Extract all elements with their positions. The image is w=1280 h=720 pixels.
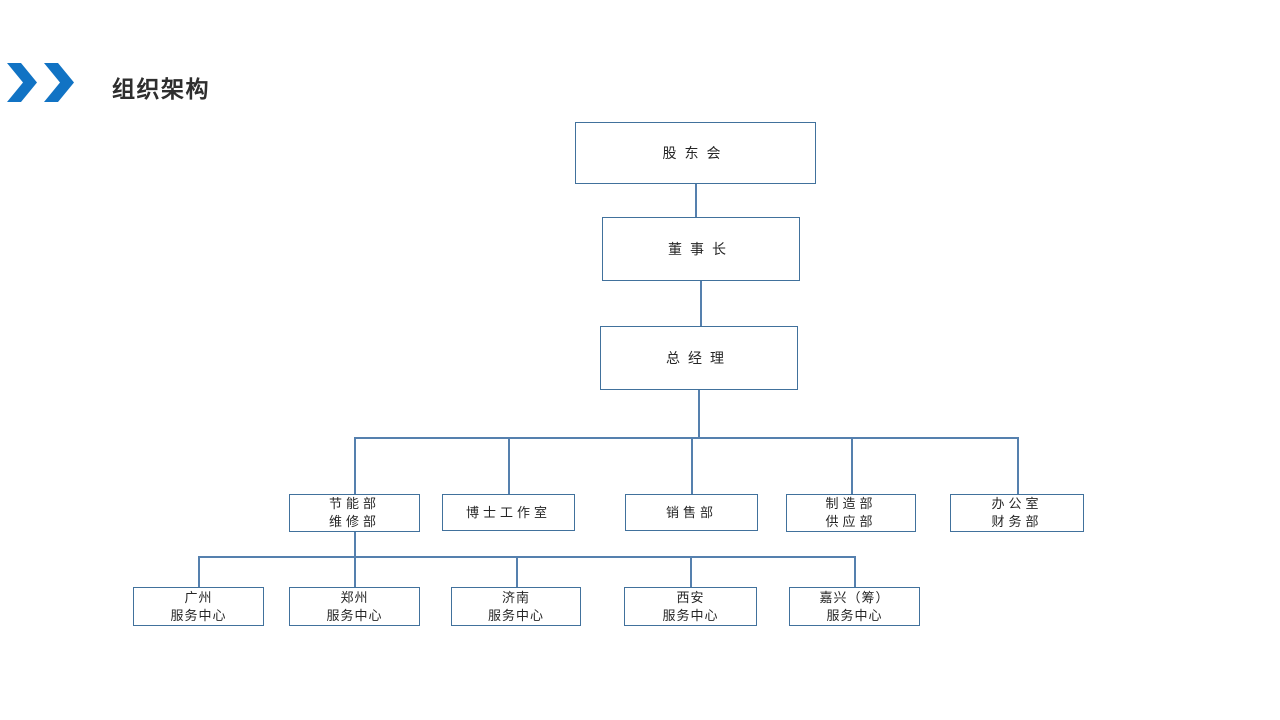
connector-drop-jiaxing	[854, 556, 856, 587]
node-label: 供应部	[825, 514, 877, 529]
org-node-manufacturing-supply-dept: 制造部 供应部	[786, 494, 916, 532]
org-node-jinan-service-center: 济南 服务中心	[451, 587, 581, 626]
org-node-shareholders-meeting: 股东会	[575, 122, 816, 184]
node-label: 节能部	[328, 496, 380, 512]
connector-shareholders-chairman	[695, 184, 697, 217]
node-label: 服务中心	[170, 607, 227, 623]
org-node-general-manager: 总经理	[600, 326, 798, 390]
org-node-chairman: 董事长	[602, 217, 800, 281]
double-chevron-icon	[7, 63, 74, 102]
node-label: 广州	[184, 589, 213, 605]
node-label: 服务中心	[487, 607, 544, 623]
connector-drop-office	[1017, 437, 1019, 494]
org-node-energy-maintenance-dept: 节能部 维修部	[289, 494, 420, 532]
connector-drop-xian	[690, 556, 692, 587]
node-label: 制造部	[825, 496, 877, 512]
connector-drop-sales	[691, 437, 693, 494]
node-label: 服务中心	[662, 607, 719, 623]
node-label: 西安	[676, 589, 705, 605]
org-node-xian-service-center: 西安 服务中心	[624, 587, 757, 626]
connector-chairman-gm	[700, 281, 702, 326]
node-label: 嘉兴（筹）	[819, 589, 890, 605]
node-label: 服务中心	[826, 607, 883, 623]
connector-drop-manufacturing	[851, 437, 853, 494]
org-node-zhengzhou-service-center: 郑州 服务中心	[289, 587, 420, 626]
node-label: 股东会	[662, 144, 729, 161]
connector-drop-zhengzhou	[354, 556, 356, 587]
node-label: 财务部	[991, 514, 1043, 529]
org-node-jiaxing-service-center: 嘉兴（筹） 服务中心	[789, 587, 920, 626]
connector-level5-bus	[198, 556, 856, 558]
node-label: 销售部	[665, 504, 717, 520]
connector-drop-energy	[354, 437, 356, 494]
connector-drop-jinan	[516, 556, 518, 587]
connector-drop-doctor-studio	[508, 437, 510, 494]
org-node-guangzhou-service-center: 广州 服务中心	[133, 587, 264, 626]
node-label: 郑州	[340, 589, 369, 605]
connector-energy-down	[354, 532, 356, 556]
node-label: 总经理	[666, 349, 732, 366]
node-label: 服务中心	[326, 607, 383, 623]
node-label: 济南	[501, 589, 530, 605]
node-label: 办公室	[991, 496, 1043, 512]
connector-gm-down	[698, 390, 700, 437]
connector-level4-bus	[354, 437, 1019, 439]
node-label: 维修部	[328, 514, 380, 529]
connector-drop-guangzhou	[198, 556, 200, 587]
node-label: 董事长	[668, 240, 734, 257]
page-title: 组织架构	[112, 76, 210, 102]
node-label: 博士工作室	[465, 504, 551, 520]
org-node-doctor-studio: 博士工作室	[442, 494, 575, 531]
org-node-office-finance-dept: 办公室 财务部	[950, 494, 1084, 532]
org-node-sales-dept: 销售部	[625, 494, 758, 531]
